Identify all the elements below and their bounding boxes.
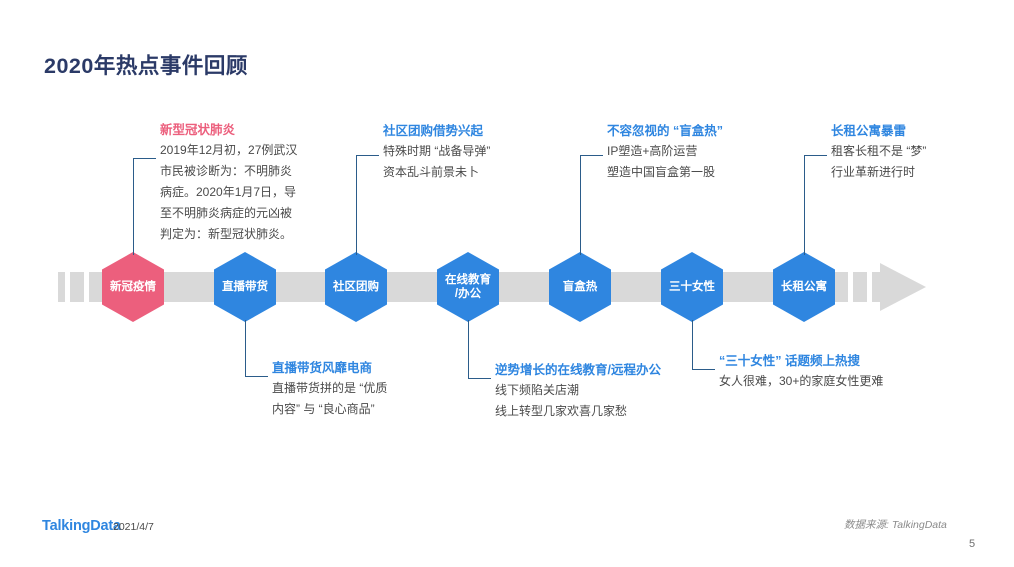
annotation-bottom-thirty-women: “三十女性” 话题频上热搜 女人很难，30+的家庭女性更难 [719, 351, 959, 392]
annotation-heading: 不容忽视的 “盲盒热” [607, 124, 723, 138]
connector-line-down-3 [692, 320, 715, 370]
annotation-body: 特殊时期 “战备导弹” 资本乱斗前景未卜 [383, 141, 598, 183]
annotation-heading: 新型冠状肺炎 [160, 123, 236, 137]
timeline-node-changzugongyu[interactable]: 长租公寓 [773, 252, 835, 322]
page-number: 5 [969, 538, 976, 550]
annotation-line: 塑造中国盲盒第一股 [607, 165, 716, 179]
timeline-node-zhibodaihuo[interactable]: 直播带货 [214, 252, 276, 322]
annotation-heading: 社区团购借势兴起 [383, 124, 484, 138]
bar-dash-segment [58, 272, 65, 302]
annotation-line: 女人很难，30+的家庭女性更难 [719, 374, 884, 388]
timeline-node-label: 长租公寓 [781, 281, 827, 293]
timeline-node-label: 新冠疫情 [110, 281, 156, 293]
annotation-line: 至不明肺炎病症的元凶被 [160, 206, 293, 220]
annotation-line: 行业革新进行时 [831, 165, 916, 179]
connector-line-up-4 [804, 155, 827, 255]
timeline-node-label: 三十女性 [669, 281, 715, 293]
bar-dash-segment [70, 272, 84, 302]
timeline-node-label: 在线教育 /办公 [445, 274, 491, 300]
annotation-body: 直播带货拼的是 “优质 内容” 与 “良心商品” [272, 378, 487, 420]
annotation-heading: 长租公寓暴雷 [831, 124, 907, 138]
annotation-line: 市民被诊断为：不明肺炎 [160, 164, 293, 178]
connector-line-up-3 [580, 155, 603, 255]
connector-line-down-2 [468, 320, 491, 379]
connector-line-up-2 [356, 155, 379, 255]
annotation-top-covid: 新型冠状肺炎 2019年12月初，27例武汉 市民被诊断为：不明肺炎 病症。20… [160, 120, 375, 245]
annotation-line: IP塑造+高阶运营 [607, 144, 698, 158]
annotation-body: 2019年12月初，27例武汉 市民被诊断为：不明肺炎 病症。2020年1月7日… [160, 140, 375, 245]
annotation-heading: 逆势增长的在线教育/远程办公 [495, 363, 661, 377]
annotation-line: 2019年12月初，27例武汉 [160, 143, 298, 157]
timeline-arrowhead-icon [880, 263, 926, 311]
annotation-line: 租客长租不是 “梦” [831, 144, 927, 158]
timeline-node-label: 直播带货 [222, 281, 268, 293]
annotation-line: 内容” 与 “良心商品” [272, 402, 375, 416]
annotation-body: 女人很难，30+的家庭女性更难 [719, 371, 959, 392]
annotation-heading: “三十女性” 话题频上热搜 [719, 354, 860, 368]
connector-line-up-1 [133, 158, 156, 255]
timeline-node-label: 社区团购 [333, 281, 379, 293]
timeline-node-sanshinvxing[interactable]: 三十女性 [661, 252, 723, 322]
annotation-line: 直播带货拼的是 “优质 [272, 381, 388, 395]
annotation-body: 租客长租不是 “梦” 行业革新进行时 [831, 141, 1014, 183]
talkingdata-logo: TalkingData [42, 518, 121, 534]
annotation-body: 线下频陷关店潮 线上转型几家欢喜几家愁 [495, 380, 735, 422]
timeline-node-shequtuangou[interactable]: 社区团购 [325, 252, 387, 322]
annotation-top-community-group-buying: 社区团购借势兴起 特殊时期 “战备导弹” 资本乱斗前景未卜 [383, 121, 598, 183]
annotation-line: 特殊时期 “战备导弹” [383, 144, 491, 158]
timeline-node-manghere[interactable]: 盲盒热 [549, 252, 611, 322]
annotation-top-long-term-rental: 长租公寓暴雷 租客长租不是 “梦” 行业革新进行时 [831, 121, 1014, 183]
annotation-line: 资本乱斗前景未卜 [383, 165, 480, 179]
timeline-node-xinguanyiqing[interactable]: 新冠疫情 [102, 252, 164, 322]
annotation-bottom-online-education: 逆势增长的在线教育/远程办公 线下频陷关店潮 线上转型几家欢喜几家愁 [495, 360, 735, 422]
annotation-heading: 直播带货风靡电商 [272, 361, 373, 375]
bar-dash-segment [853, 272, 867, 302]
annotation-bottom-livestream-commerce: 直播带货风靡电商 直播带货拼的是 “优质 内容” 与 “良心商品” [272, 358, 487, 420]
connector-line-down-1 [245, 320, 268, 377]
timeline-node-label: 盲盒热 [562, 281, 598, 293]
timeline-node-zaixianjiaoyu[interactable]: 在线教育 /办公 [437, 252, 499, 322]
annotation-top-blind-box: 不容忽视的 “盲盒热” IP塑造+高阶运营 塑造中国盲盒第一股 [607, 121, 822, 183]
footer-date: 2021/4/7 [113, 521, 154, 533]
annotation-line: 病症。2020年1月7日，导 [160, 185, 297, 199]
source-note: 数据来源: TalkingData [844, 519, 947, 531]
annotation-line: 线上转型几家欢喜几家愁 [495, 404, 628, 418]
annotation-line: 判定为：新型冠状肺炎。 [160, 227, 293, 241]
bar-dash-segment [89, 272, 103, 302]
page-title: 2020年热点事件回顾 [44, 54, 248, 78]
bar-dash-segment [872, 272, 882, 302]
annotation-body: IP塑造+高阶运营 塑造中国盲盒第一股 [607, 141, 822, 183]
annotation-line: 线下频陷关店潮 [495, 383, 580, 397]
